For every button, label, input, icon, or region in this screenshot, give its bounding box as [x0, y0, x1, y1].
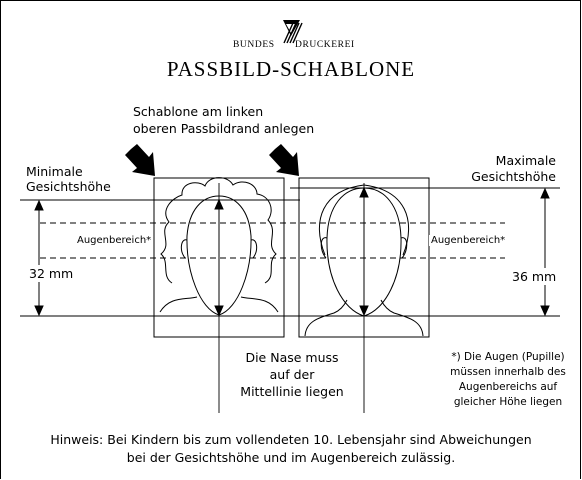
brand-name-right: DRUCKEREI [295, 40, 355, 50]
instruction-line-1: Schablone am linken [133, 104, 264, 119]
face-height-arrow-right [359, 186, 369, 317]
min-height-arrow [34, 199, 44, 317]
hint-text: Hinweis: Bei Kindern bis zum vollendeten… [0, 431, 582, 467]
eye-area-label-right: Augenbereich* [429, 235, 508, 246]
hint-line-1: Hinweis: Bei Kindern bis zum vollendeten… [50, 432, 532, 447]
max-height-label-2: Gesichtshöhe [471, 169, 556, 184]
nose-note: Die Nase muss auf der Mittellinie liegen [232, 349, 352, 400]
arrow-right-photo-icon [269, 144, 299, 176]
eyes-note-line-2: müssen innerhalb des [450, 366, 566, 378]
min-height-label-1: Minimale [26, 164, 83, 179]
eyes-note-line-4: gleicher Höhe liegen [453, 396, 563, 408]
brand-name-left: BUNDES [233, 40, 275, 50]
min-height-label-2: Gesichtshöhe [26, 179, 111, 194]
nose-note-line-1: Die Nase muss [245, 350, 339, 365]
max-height-label-1: Maximale [495, 153, 556, 168]
min-height-value: 32 mm [27, 265, 76, 282]
eyes-note-line-1: *) Die Augen (Pupille) [451, 351, 565, 363]
max-height-arrow [540, 187, 550, 317]
eye-area-label-left: Augenbereich* [75, 235, 154, 246]
eyes-note-line-3: Augenbereichs auf [458, 381, 558, 393]
nose-note-line-3: Mittellinie liegen [240, 384, 344, 399]
instruction-line-2: oberen Passbildrand anlegen [133, 121, 315, 136]
hint-line-2: bei der Gesichtshöhe und im Augenbereich… [126, 450, 456, 465]
eyes-note: *) Die Augen (Pupille) müssen innerhalb … [438, 350, 578, 410]
face-height-arrow-left [214, 198, 224, 317]
max-height-value: 36 mm [510, 268, 559, 285]
bundesdruckerei-logo-icon [283, 20, 303, 44]
page-title: PASSBILD-SCHABLONE [166, 57, 416, 81]
arrow-left-photo-icon [125, 144, 155, 176]
nose-note-line-2: auf der [269, 367, 315, 382]
